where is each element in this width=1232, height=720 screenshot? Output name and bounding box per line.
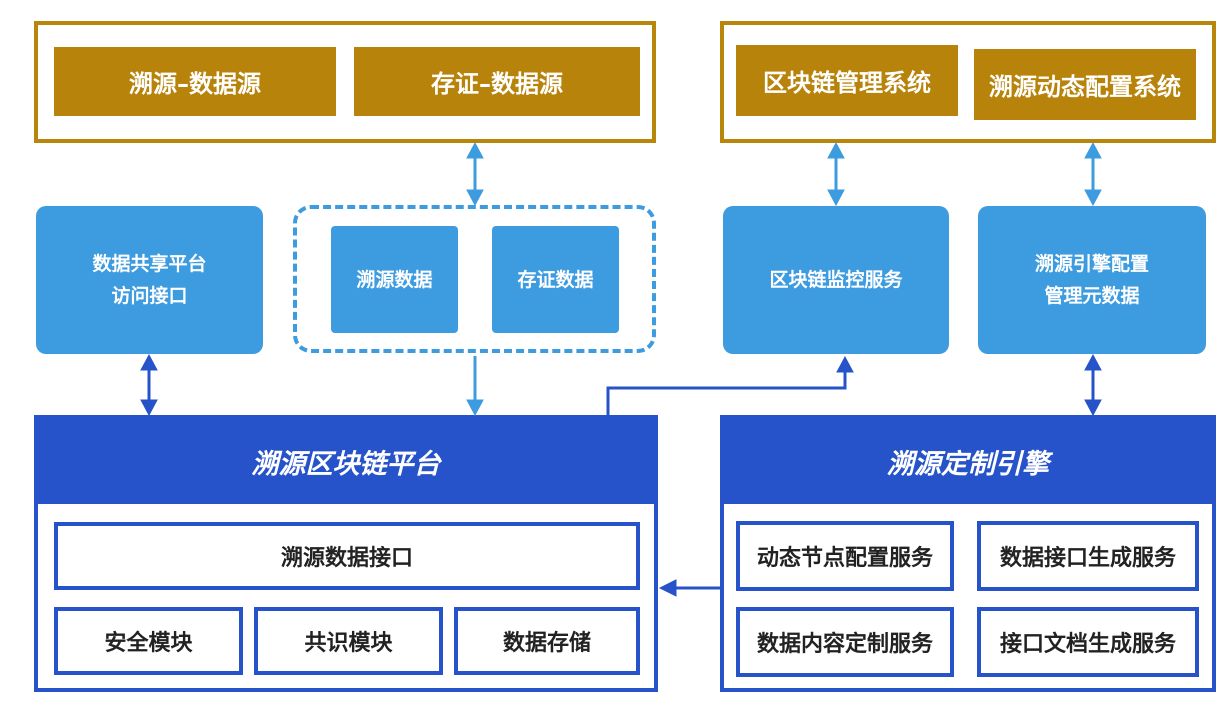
double-arrow-mgmt-to-monitor (827, 141, 845, 207)
dynamic-config-label: 溯源动态配置系统 (989, 73, 1181, 101)
platform-title: 溯源区块链平台 (251, 449, 441, 480)
double-arrow-config-to-metadata (1084, 141, 1102, 207)
datasource-group: 溯源–数据源 存证–数据源 (34, 21, 656, 143)
arrow-platform-to-monitor (606, 355, 854, 415)
double-arrow-metadata-to-engine (1084, 353, 1102, 417)
sharing-platform-label: 数据共享平台 访问接口 (92, 253, 207, 307)
engine-metadata-box[interactable]: 溯源引擎配置 管理元数据 (978, 206, 1206, 354)
evidence-data-box[interactable]: 存证数据 (492, 226, 619, 333)
arrow-engine-to-platform (658, 579, 720, 597)
content-custom-service[interactable]: 数据内容定制服务 (736, 607, 954, 677)
trace-data-label: 溯源数据 (356, 268, 433, 291)
security-module[interactable]: 安全模块 (54, 607, 243, 675)
data-storage-label: 数据存储 (502, 631, 591, 656)
node-config-label: 动态节点配置服务 (756, 546, 933, 571)
arrow-data-to-platform (466, 356, 484, 417)
blockchain-mgmt-label: 区块链管理系统 (763, 69, 931, 97)
interface-gen-label: 数据接口生成服务 (999, 546, 1176, 571)
monitor-service-label: 区块链监控服务 (769, 269, 903, 291)
engine-title: 溯源定制引擎 (887, 449, 1049, 480)
trace-data-box[interactable]: 溯源数据 (331, 226, 458, 333)
consensus-module-label: 共识模块 (304, 631, 393, 656)
blockchain-mgmt-box[interactable]: 区块链管理系统 (736, 45, 958, 116)
trace-data-interface-label: 溯源数据接口 (280, 546, 413, 571)
data-storage-module[interactable]: 数据存储 (454, 607, 640, 675)
consensus-module[interactable]: 共识模块 (254, 607, 443, 675)
platform-title-bar: 溯源区块链平台 (38, 419, 654, 504)
interface-gen-service[interactable]: 数据接口生成服务 (977, 521, 1199, 591)
dynamic-config-box[interactable]: 溯源动态配置系统 (974, 49, 1196, 120)
blockchain-platform: 溯源区块链平台 溯源数据接口 安全模块 共识模块 数据存储 (34, 415, 658, 692)
engine-title-bar: 溯源定制引擎 (724, 419, 1212, 504)
sharing-platform-box[interactable]: 数据共享平台 访问接口 (36, 206, 263, 354)
management-system-group: 区块链管理系统 溯源动态配置系统 (720, 21, 1216, 143)
security-module-label: 安全模块 (104, 631, 193, 656)
trace-data-interface[interactable]: 溯源数据接口 (54, 522, 640, 590)
evidence-datasource-box[interactable]: 存证–数据源 (354, 47, 640, 116)
doc-gen-label: 接口文档生成服务 (999, 632, 1176, 657)
double-arrow-datasource-to-data (466, 141, 484, 207)
engine-metadata-label: 溯源引擎配置 管理元数据 (1034, 253, 1149, 307)
content-custom-label: 数据内容定制服务 (756, 632, 933, 657)
data-dashed-group (293, 205, 656, 353)
custom-engine: 溯源定制引擎 动态节点配置服务 数据接口生成服务 数据内容定制服务 接口文档生成… (720, 415, 1216, 692)
evidence-data-label: 存证数据 (517, 268, 594, 291)
node-config-service[interactable]: 动态节点配置服务 (736, 521, 954, 591)
doc-gen-service[interactable]: 接口文档生成服务 (977, 607, 1199, 677)
evidence-datasource-label: 存证–数据源 (431, 70, 563, 98)
trace-datasource-label: 溯源–数据源 (129, 70, 261, 98)
double-arrow-sharing-to-platform (140, 353, 158, 417)
trace-datasource-box[interactable]: 溯源–数据源 (54, 47, 336, 116)
monitor-service-box[interactable]: 区块链监控服务 (723, 206, 949, 354)
